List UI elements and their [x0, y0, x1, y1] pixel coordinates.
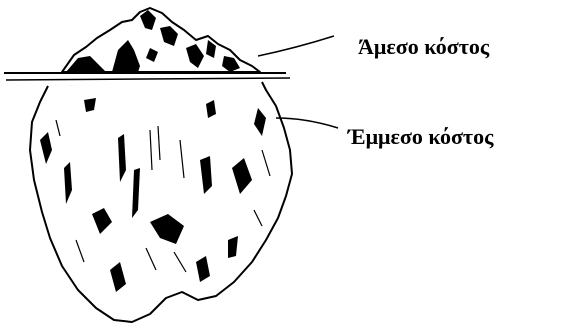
- direct-cost-leader: [258, 36, 334, 56]
- indirect-cost-leader: [276, 118, 338, 128]
- direct-cost-label: Άμεσο κόστος: [358, 36, 489, 58]
- iceberg-tip: [62, 8, 260, 72]
- iceberg-submerged: [30, 82, 292, 322]
- indirect-cost-label: Έμμεσο κόστος: [348, 126, 493, 148]
